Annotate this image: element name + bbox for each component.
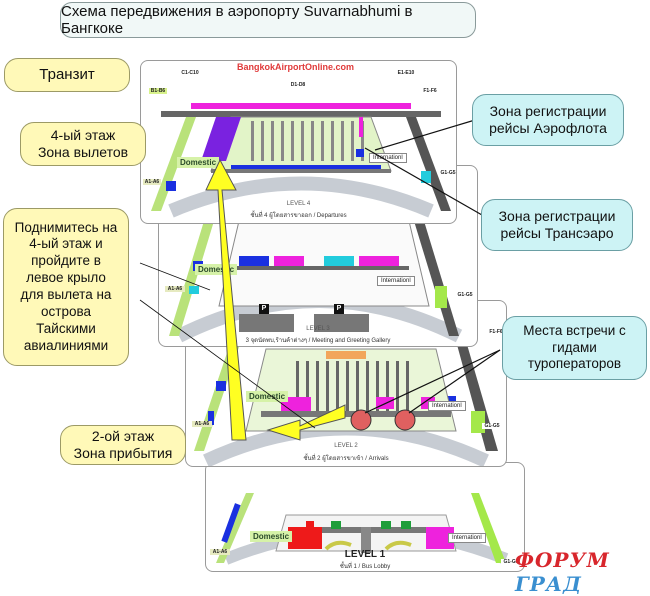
concourse-a-tag: A1-A6 [192,421,212,427]
international-label: Internationl [448,533,486,543]
leader-line [139,299,316,429]
international-label: Internationl [377,276,415,286]
callout-line: гидами [552,339,597,355]
level-1-name: LEVEL 1 [344,549,386,560]
watermark-part1: ФОРУМ [515,548,610,572]
concourse-f-tag: F1-F6 [488,329,504,335]
international-label: Internationl [369,153,407,163]
callout-line: для вылета на [20,287,112,302]
callout-line: 2-ой этаж [91,427,155,444]
callout-line: 4-ый этаж и [29,236,103,252]
instructions-callout: Поднимитесь на 4-ый этаж и пройдите в ле… [3,208,129,366]
concourse-g-tag: G1-G5 [482,423,502,429]
callout-line: рейсы Трансэаро [500,225,614,241]
route-arrow-left [266,404,346,441]
callout-line: авиалиниями [23,337,109,353]
level-2-subtitle: ชั้นที่ 2 ผู้โดยสารขาเข้า / Arrivals [303,456,389,462]
concourse-a-tag: A1-A6 [143,179,161,185]
international-label: Internationl [428,401,466,411]
forum-watermark: ФОРУМ ГРАД [515,548,650,596]
transit-callout: Транзит [4,58,130,92]
callout-line: левое крыло [26,270,106,286]
overlay-annotations [139,119,501,441]
concourse-g-tag: G1-G5 [455,292,475,298]
leader-line [408,349,501,414]
meeting-point-marker [394,409,416,431]
level-4-subtitle: ชั้นที่ 4 ผู้โดยสารขาออก / Departures [250,213,347,219]
route-arrow-up [205,158,247,441]
leader-line [374,119,476,151]
transaero-checkin-callout: Зона регистрации рейсы Трансэаро [481,199,633,251]
callout-line: 4-ый этаж [50,126,116,143]
concourse-a-tag: A1-A6 [165,286,185,292]
callout-line: Зона регистрации [498,207,616,224]
concourse-g-tag: G1-G5 [501,559,521,565]
level-1-subtitle: ชั้นที่ 1 / Bus Lobby [339,564,391,570]
watermark-part2: ГРАД [515,572,582,596]
callout-line: Зона регистрации [489,102,607,119]
meeting-point-marker [350,409,372,431]
callout-line: острова [41,303,91,319]
level-4-map [151,103,451,218]
aeroflot-checkin-callout: Зона регистрации рейсы Аэрофлота [472,94,624,146]
concourse-c-tag: C1-C10 [179,70,201,76]
callout-line: рейсы Аэрофлота [489,120,607,136]
diagram-title: Схема передвижения в аэропорту Suvarnabh… [60,2,476,38]
concourse-f-tag: F1-F6 [421,88,439,94]
domestic-label: Domestic [177,157,220,168]
level-4-panel: BangkokAirportOnline.com B1-B6 C1-C10 D1… [140,60,457,224]
callout-line: Зона вылетов [37,144,129,160]
level-3-name: LEVEL 3 [306,326,330,332]
arrivals-floor-callout: 2-ой этаж Зона прибытия [60,425,186,465]
level-1-map [216,493,509,565]
concourse-b-tag: B1-B6 [149,88,167,94]
level-3-subtitle: 3 จุดนัดพบ,ร้านค้าต่างๆ / Meeting and Gr… [245,338,391,344]
parking-icon: P [259,304,269,314]
concourse-d-tag: D1-D8 [288,82,308,88]
callout-line: пройдите в [31,253,101,269]
tour-guides-callout: Места встречи с гидами туроператоров [502,316,647,380]
domestic-label: Domestic [250,531,293,542]
concourse-e-tag: E1-E10 [395,70,417,76]
level-2-name: LEVEL 2 [334,443,358,449]
callout-line: Поднимитесь на [14,219,118,235]
site-watermark: BangkokAirportOnline.com [237,62,355,72]
level-1-panel: Domestic Internationl A1-A6 G1-G5 LEVEL … [205,462,525,572]
domestic-label: Domestic [195,264,238,275]
concourse-a-tag: A1-A6 [210,549,230,555]
leader-line [364,349,501,414]
callout-line: Зона прибытия [73,445,173,461]
callout-line: Тайскими [36,320,96,336]
leader-line [364,147,483,216]
callout-line: туроператоров [527,356,622,372]
concourse-g-tag: G1-G5 [439,170,456,176]
departures-floor-callout: 4-ый этаж Зона вылетов [20,122,146,166]
leader-line [139,262,211,291]
level-3-map [169,220,463,343]
callout-line: Места встречи с [523,322,626,338]
transit-callout-text: Транзит [39,65,95,83]
parking-icon: P [334,304,344,314]
domestic-label: Domestic [246,391,289,402]
level-4-name: LEVEL 4 [286,201,311,207]
